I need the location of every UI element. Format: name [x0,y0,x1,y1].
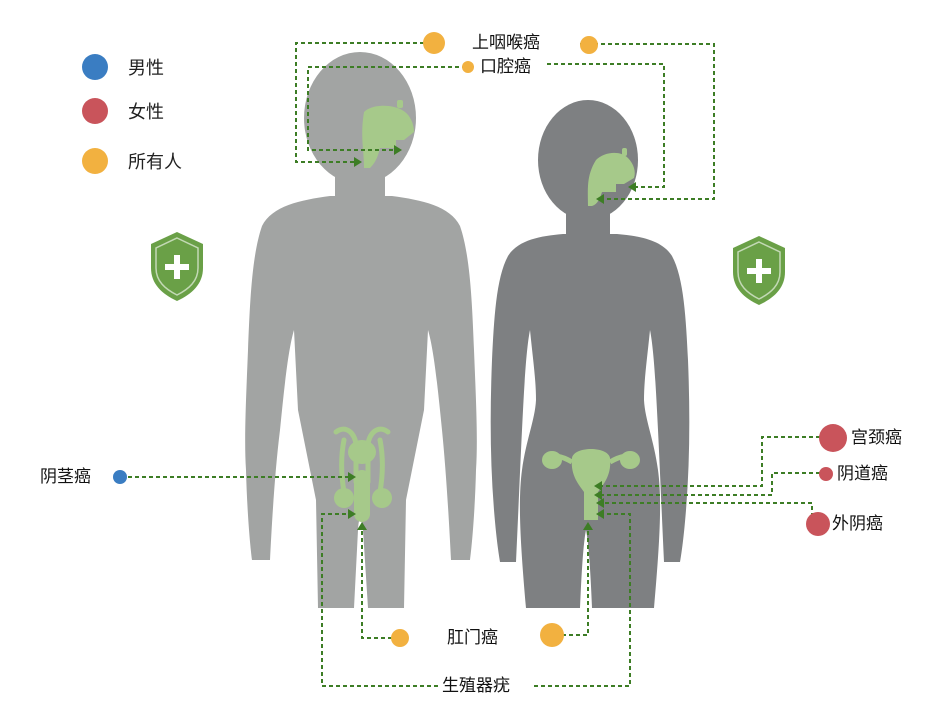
connector-lines [128,42,820,687]
legend-label: 男性 [128,58,164,79]
male-throat-organ [362,100,414,168]
vaginal-female-dot [819,467,833,481]
legend-item-everyone: 所有人 [82,148,182,174]
oral-everyone-dot [462,61,474,73]
category-dots [113,32,847,647]
legend-item-male: 男性 [82,54,164,80]
label-penile-cancer: 阴茎癌 [40,467,91,487]
female-throat-organ [587,148,635,206]
label-cervical-cancer: 宫颈癌 [851,428,902,448]
cervical-female-dot [819,424,847,452]
legend-swatch [82,148,108,174]
connector-arrowheads [348,145,636,530]
male-silhouette [245,52,477,608]
throat-everyone-dot [423,32,445,54]
legend-label: 女性 [128,102,164,123]
label-oral-cancer: 口腔癌 [480,57,531,77]
female-reproductive-organ [542,449,640,520]
label-anal-cancer: 肛门癌 [447,628,498,648]
legend-swatch [82,54,108,80]
throat-everyone-dot-female [580,36,598,54]
shield-plus-icon [151,232,203,301]
anal-everyone-dot-female [540,623,564,647]
anal-everyone-dot-male [391,629,409,647]
shield-plus-icon [733,236,785,305]
label-vulvar-cancer: 外阴癌 [832,514,883,534]
male-reproductive-organ [333,426,392,522]
label-genital-warts: 生殖器疣 [442,676,510,696]
legend-swatch [82,98,108,124]
label-vaginal-cancer: 阴道癌 [837,464,888,484]
vulvar-female-dot [806,512,830,536]
penile-male-dot [113,470,127,484]
legend-label: 所有人 [128,152,182,173]
legend-item-female: 女性 [82,98,164,124]
label-throat-cancer: 上咽喉癌 [472,33,540,53]
